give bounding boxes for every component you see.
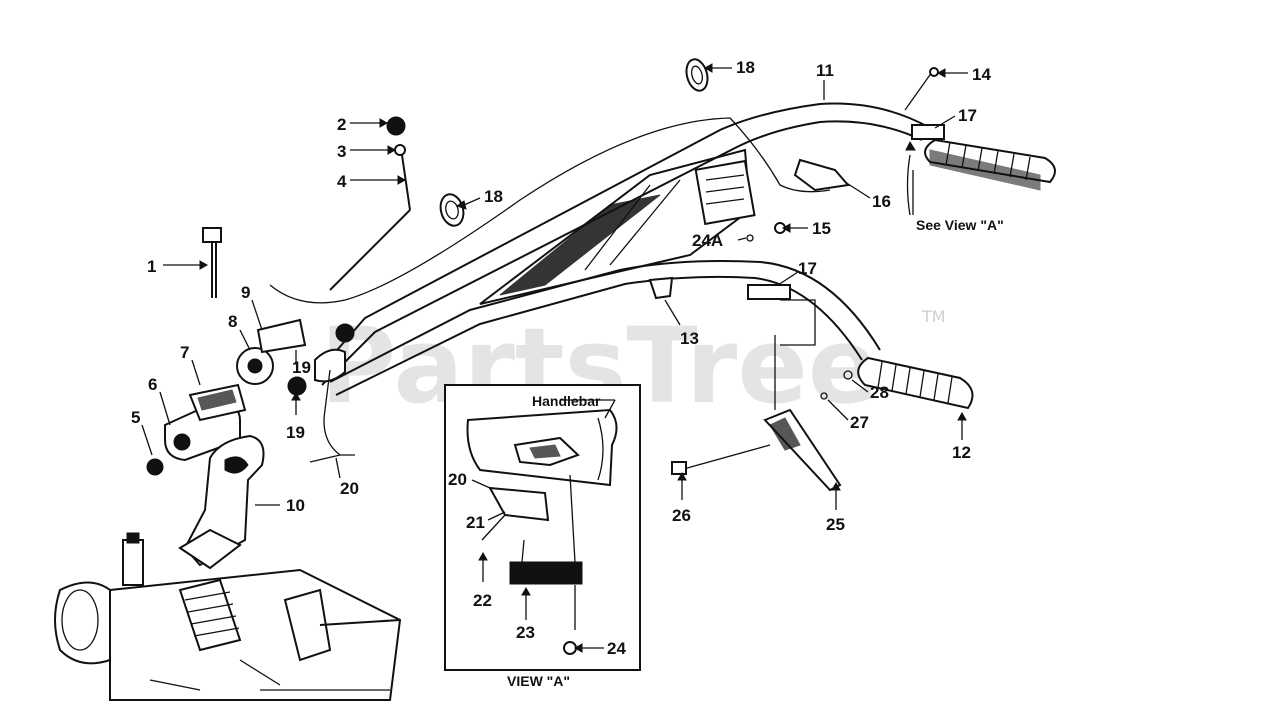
label-5: 5 — [131, 408, 140, 427]
mount-cluster — [146, 318, 355, 476]
lower-right-parts — [747, 284, 853, 400]
label-1: 1 — [147, 257, 156, 276]
label-17-lower: 17 — [798, 259, 817, 278]
label-11: 11 — [816, 61, 834, 80]
label-6: 6 — [148, 375, 157, 394]
label-26: 26 — [672, 506, 691, 525]
label-10: 10 — [286, 496, 305, 515]
bolt-1 — [202, 227, 222, 298]
cable-clip-top — [685, 58, 709, 92]
label-28: 28 — [870, 383, 889, 402]
label-17-upper: 17 — [958, 106, 977, 125]
transmission-base — [54, 532, 402, 701]
label-24a: 24A — [692, 231, 723, 250]
label-19-lower: 19 — [286, 423, 305, 442]
cable-clip-mid — [439, 193, 465, 227]
label-21: 21 — [466, 513, 485, 532]
label-9: 9 — [241, 283, 250, 302]
label-18-top: 18 — [736, 58, 755, 77]
label-4: 4 — [337, 172, 347, 191]
grip-upper — [924, 138, 1056, 191]
label-25: 25 — [826, 515, 845, 534]
shift-column — [178, 434, 265, 570]
label-8: 8 — [228, 312, 237, 331]
label-23: 23 — [516, 623, 535, 642]
grip-lower — [857, 356, 974, 410]
view-a-title: VIEW "A" — [507, 673, 570, 689]
handlebar-callout: Handlebar — [532, 393, 601, 409]
label-15: 15 — [812, 219, 831, 238]
label-24: 24 — [607, 639, 626, 658]
leader-lines — [141, 63, 968, 653]
clutch-lever — [671, 299, 842, 492]
label-12: 12 — [952, 443, 971, 462]
control-cable — [269, 117, 831, 304]
watermark-trademark: TM — [921, 307, 946, 326]
see-view-a-callout: See View "A" — [916, 217, 1004, 233]
handlebar-frame — [314, 102, 931, 396]
label-27: 27 — [850, 413, 869, 432]
label-7: 7 — [180, 343, 189, 362]
label-16: 16 — [872, 192, 891, 211]
label-19-upper: 19 — [292, 358, 311, 377]
view-a-inset — [444, 384, 641, 671]
label-18-mid: 18 — [484, 187, 503, 206]
label-20-main: 20 — [340, 479, 359, 498]
label-20-inset: 20 — [448, 470, 467, 489]
upper-right-parts — [746, 67, 945, 242]
label-3: 3 — [337, 142, 346, 161]
label-13: 13 — [680, 329, 699, 348]
label-22: 22 — [473, 591, 492, 610]
label-2: 2 — [337, 115, 346, 134]
label-14: 14 — [972, 65, 991, 84]
